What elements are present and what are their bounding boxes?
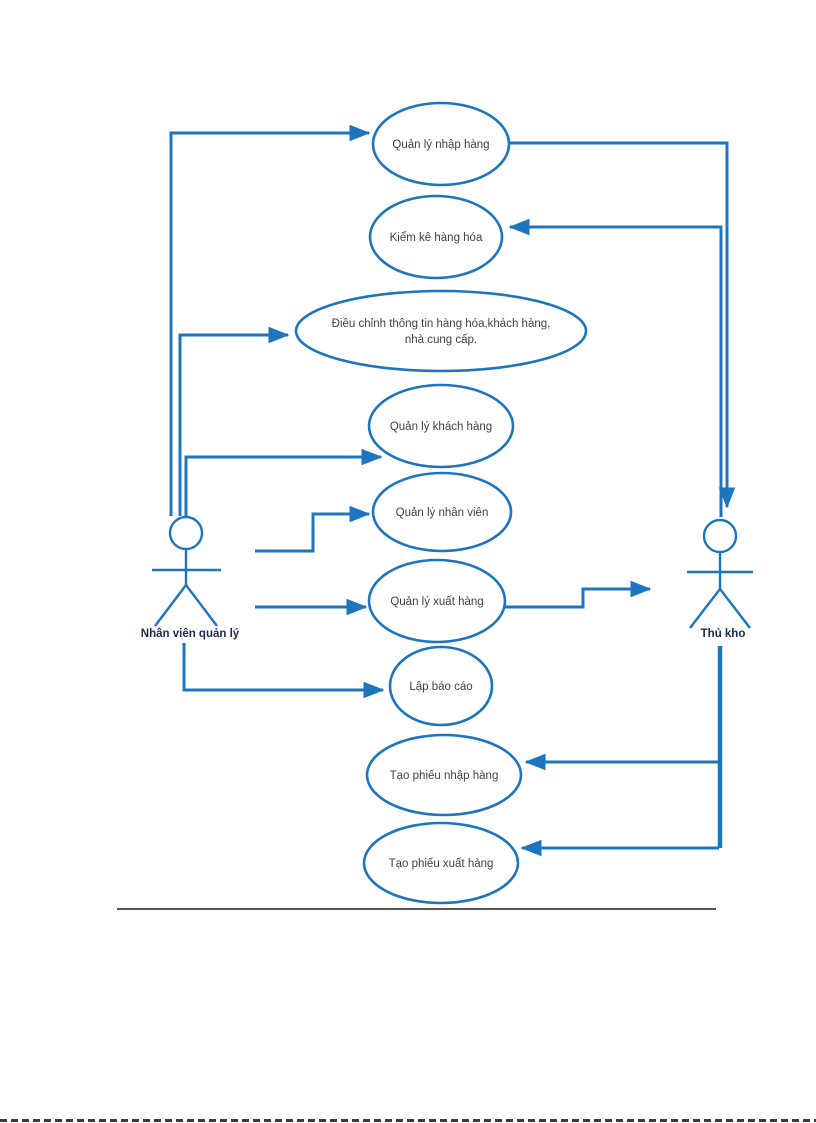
actor-nhan-vien-quan-ly: Nhân viên quản lý <box>141 515 240 640</box>
usecase-ellipse <box>294 289 588 373</box>
assoc-thu-kho-to-kiem-ke-hang-hoa <box>508 218 723 517</box>
actor-head <box>168 515 204 551</box>
usecase-label: Quản lý nhập hàng <box>392 139 489 151</box>
actor-left-leg <box>154 584 187 627</box>
assoc-quan-ly-xuat-hang-to-thu-kho <box>504 580 652 609</box>
usecase-tao-phieu-xuat-hang: Tạo phiếu xuất hàng <box>362 821 520 905</box>
usecase-ellipse <box>365 733 523 817</box>
usecase-label: Lập báo cáo <box>409 681 472 693</box>
usecase-tao-phieu-nhap-hang: Tạo phiếu nhập hàng <box>365 733 523 817</box>
usecase-lap-bao-cao: Lập báo cáo <box>388 645 494 727</box>
assoc-manager-to-dieu-chinh-thong-tin <box>178 326 290 516</box>
usecase-quan-ly-xuat-hang: Quản lý xuất hàng <box>367 558 507 644</box>
actor-thu-kho: Thủ kho <box>687 518 753 640</box>
usecase-ellipse <box>362 821 520 905</box>
associations-layer <box>169 124 736 857</box>
actor-right-leg <box>185 584 218 627</box>
usecase-label: Tạo phiếu nhập hàng <box>390 770 499 782</box>
usecase-label-line1: Điều chỉnh thông tin hàng hóa,khách hàng… <box>332 318 551 330</box>
assoc-quan-ly-nhap-hang-to-thu-kho <box>509 141 736 509</box>
actor-head <box>702 518 738 554</box>
usecase-label-line2: nhà cung cấp. <box>405 334 477 346</box>
actor-right-leg <box>719 588 751 629</box>
usecase-label: Tạo phiếu xuất hàng <box>389 858 494 870</box>
actor-left-leg <box>689 588 721 629</box>
usecase-ellipse <box>367 558 507 644</box>
page-bottom-dashed-line <box>0 1119 816 1122</box>
usecase-label: Quản lý nhân viên <box>396 507 489 519</box>
usecase-ellipse <box>367 383 515 469</box>
usecase-kiem-ke-hang-hoa: Kiểm kê hàng hóa <box>368 194 504 280</box>
usecase-label: Quản lý khách hàng <box>390 421 492 433</box>
assoc-manager-to-lap-bao-cao <box>182 643 385 699</box>
actor-label: Thủ kho <box>701 628 746 640</box>
usecase-ellipse <box>371 101 511 187</box>
usecase-quan-ly-khach-hang: Quản lý khách hàng <box>367 383 515 469</box>
usecase-label: Kiểm kê hàng hóa <box>390 232 483 244</box>
usecase-ellipse <box>388 645 494 727</box>
assoc-manager-to-quan-ly-khach-hang <box>184 448 383 516</box>
usecase-dieu-chinh-thong-tin: Điều chỉnh thông tin hàng hóa,khách hàng… <box>294 289 588 373</box>
assoc-manager-to-quan-ly-nhap-hang <box>169 124 371 516</box>
actor-label: Nhân viên quản lý <box>141 628 240 640</box>
usecase-label: Quản lý xuất hàng <box>390 596 483 608</box>
assoc-manager-to-quan-ly-nhan-vien <box>255 505 371 553</box>
usecase-ellipse <box>371 471 513 553</box>
usecase-quan-ly-nhap-hang: Quản lý nhập hàng <box>371 101 511 187</box>
usecase-quan-ly-nhan-vien: Quản lý nhân viên <box>371 471 513 553</box>
usecase-ellipse <box>368 194 504 280</box>
